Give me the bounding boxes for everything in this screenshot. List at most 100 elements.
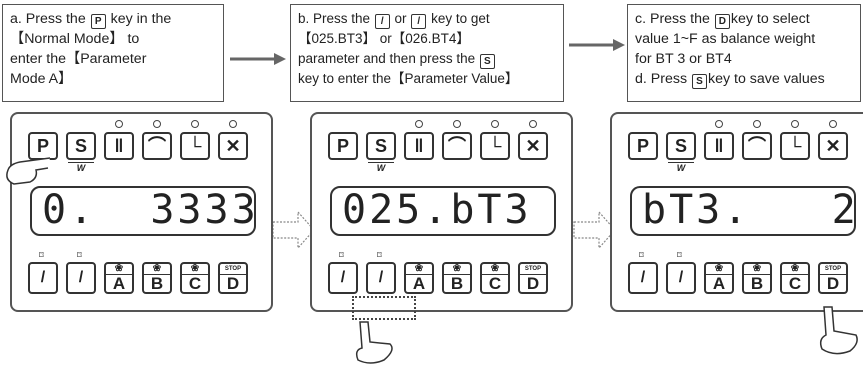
- up-plus-button[interactable]: /: [28, 262, 58, 294]
- needle-down-button[interactable]: └: [180, 132, 210, 160]
- key-letter: A: [412, 274, 426, 293]
- step-b-line1b: key to get: [427, 11, 490, 26]
- d-key-icon: D: [714, 14, 730, 29]
- step-c-line1b: key to select: [730, 11, 810, 27]
- p-key-icon: P: [90, 14, 106, 29]
- fan-icon: ❀: [706, 264, 732, 275]
- p-key-button[interactable]: P: [28, 132, 58, 160]
- arrow-right-icon: [569, 39, 625, 51]
- step-a-line1: a. Press the: [10, 11, 90, 27]
- fan-icon: ❀: [406, 264, 432, 275]
- step-d-line1b: key to save values: [707, 71, 825, 87]
- step-b-line4: key to enter the【Parameter Value】: [298, 71, 519, 86]
- indicator-led: [791, 120, 799, 128]
- star-indicator-icon: ⌑: [377, 250, 382, 260]
- thread-trim-button[interactable]: ‖: [404, 132, 434, 160]
- auto-lift-button[interactable]: ✕: [518, 132, 548, 160]
- pointing-hand-icon: [6, 157, 51, 185]
- a-key-button[interactable]: ❀A: [704, 262, 734, 294]
- seven-segment-display: 025.bT3: [330, 186, 556, 236]
- hollow-arrow-icon: [573, 210, 616, 250]
- step-b-or: or: [390, 11, 411, 26]
- star-indicator-icon: ⌑: [77, 250, 82, 260]
- step-b-box: b. Press the / or / key to get 【025.BT3】…: [290, 4, 564, 102]
- c-key-button[interactable]: ❀C: [780, 262, 810, 294]
- b-key-button[interactable]: ❀B: [142, 262, 172, 294]
- a-key-button[interactable]: ❀A: [104, 262, 134, 294]
- key-letter: D: [226, 274, 240, 293]
- up-minus-key-icon: /: [411, 14, 427, 29]
- step-b-line2: 【025.BT3】 or【026.BT4】: [298, 31, 470, 46]
- fan-icon: ❀: [144, 264, 170, 275]
- indicator-led: [415, 120, 423, 128]
- fan-icon: ❀: [182, 264, 208, 275]
- needle-down-button[interactable]: └: [480, 132, 510, 160]
- p-key-button[interactable]: P: [628, 132, 658, 160]
- pointing-hand-icon: [355, 321, 393, 364]
- stop-icon: STOP: [520, 264, 546, 275]
- c-key-button[interactable]: ❀C: [480, 262, 510, 294]
- curve-button[interactable]: ⌒: [142, 132, 172, 160]
- selection-dotted-box: [352, 296, 416, 320]
- indicator-led: [153, 120, 161, 128]
- key-letter: C: [488, 274, 502, 293]
- b-key-button[interactable]: ❀B: [442, 262, 472, 294]
- step-a-line2: 【Normal Mode】 to: [10, 31, 140, 47]
- needle-down-button[interactable]: └: [780, 132, 810, 160]
- seven-segment-display: 0. 3333: [30, 186, 256, 236]
- fan-icon: ❀: [444, 264, 470, 275]
- up-plus-button[interactable]: /: [328, 262, 358, 294]
- step-c-line3: for BT 3 or BT4: [635, 51, 732, 67]
- curve-button[interactable]: ⌒: [742, 132, 772, 160]
- fan-icon: ❀: [744, 264, 770, 275]
- seven-segment-display: bT3. 2: [630, 186, 856, 236]
- c-key-button[interactable]: ❀C: [180, 262, 210, 294]
- thread-trim-button[interactable]: ‖: [104, 132, 134, 160]
- key-letter: A: [712, 274, 726, 293]
- up-minus-button[interactable]: /: [366, 262, 396, 294]
- arrow-right-icon: [230, 53, 286, 65]
- b-key-button[interactable]: ❀B: [742, 262, 772, 294]
- star-indicator-icon: ⌑: [39, 250, 44, 260]
- indicator-led: [491, 120, 499, 128]
- step-a-box: a. Press the P key in the 【Normal Mode】 …: [2, 4, 224, 102]
- stop-icon: STOP: [220, 264, 246, 275]
- p-key-button[interactable]: P: [328, 132, 358, 160]
- step-b-line3: parameter and then press the: [298, 51, 479, 66]
- key-letter: D: [526, 274, 540, 293]
- fan-icon: ❀: [782, 264, 808, 275]
- step-a-line4: Mode A】: [10, 71, 73, 87]
- step-c-line1: c. Press the: [635, 11, 714, 27]
- up-plus-key-icon: /: [374, 14, 390, 29]
- step-a-line3: enter the【Parameter: [10, 51, 147, 67]
- a-key-button[interactable]: ❀A: [404, 262, 434, 294]
- indicator-led: [715, 120, 723, 128]
- key-letter: C: [188, 274, 202, 293]
- w-label: W: [668, 162, 694, 173]
- pointing-hand-icon: [819, 306, 858, 355]
- up-minus-button[interactable]: /: [66, 262, 96, 294]
- star-indicator-icon: ⌑: [677, 250, 682, 260]
- thread-trim-button[interactable]: ‖: [704, 132, 734, 160]
- step-a-line1b: key in the: [106, 11, 172, 27]
- indicator-led: [229, 120, 237, 128]
- key-letter: C: [788, 274, 802, 293]
- up-plus-button[interactable]: /: [628, 262, 658, 294]
- curve-button[interactable]: ⌒: [442, 132, 472, 160]
- step-d-line1: d. Press: [635, 71, 691, 87]
- auto-lift-button[interactable]: ✕: [218, 132, 248, 160]
- key-letter: A: [112, 274, 126, 293]
- auto-lift-button[interactable]: ✕: [818, 132, 848, 160]
- w-label: W: [368, 162, 394, 173]
- key-letter: D: [826, 274, 840, 293]
- up-minus-button[interactable]: /: [666, 262, 696, 294]
